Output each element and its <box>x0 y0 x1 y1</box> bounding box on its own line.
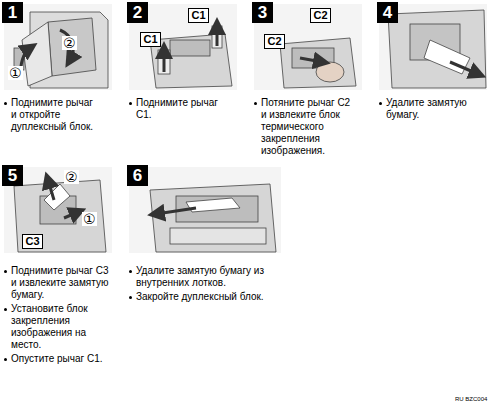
step-number-badge: 5 <box>2 165 23 186</box>
step-number-badge: 4 <box>377 2 398 23</box>
callout-number: ① <box>82 212 97 226</box>
lever-callout-box: C1 <box>140 32 161 47</box>
figure-code: RU BZC004 <box>455 396 487 403</box>
lever-name: C2 <box>267 36 281 47</box>
instruction-text: Опустите рычаг C1. <box>11 353 111 365</box>
instruction-text: Поднимите рычаг C3 и извлеките замятую б… <box>11 265 115 301</box>
step-number: 6 <box>133 167 142 184</box>
step-number-badge: 2 <box>127 2 148 23</box>
step-number-badge: 1 <box>2 2 23 23</box>
bullet-point <box>254 102 257 105</box>
bullet-point <box>4 358 7 361</box>
lever-name: C2 <box>313 10 327 21</box>
lever-name: C1 <box>191 10 205 21</box>
instruction-text: Закройте дуплексный блок. <box>136 291 286 303</box>
step-number-badge: 6 <box>127 165 148 186</box>
callout-number: ② <box>62 36 77 50</box>
lever-name: C3 <box>25 236 39 247</box>
step-number-badge: 3 <box>252 2 273 23</box>
step-number: 2 <box>133 4 142 21</box>
instruction-text: Потяните рычаг C2 и извлеките блок терми… <box>261 97 353 157</box>
lever-name: C1 <box>143 34 157 45</box>
instruction-text: Поднимите рычаг и откройте дуплексный бл… <box>11 97 99 133</box>
bullet-point <box>129 102 132 105</box>
lever-callout-box: C2 <box>264 34 285 49</box>
bullet-point <box>4 102 7 105</box>
callout-number: ① <box>8 66 23 80</box>
bullet-point <box>379 102 382 105</box>
bullet-point <box>129 296 132 299</box>
lever-callout-box: C2 <box>310 8 331 23</box>
step-number: 3 <box>258 4 267 21</box>
instruction-text: Удалите замятую бумагу из внутренних лот… <box>136 265 286 289</box>
instruction-text: Удалите замятую бумагу. <box>386 97 476 121</box>
step-number: 1 <box>8 4 17 21</box>
bullet-point <box>129 270 132 273</box>
step-number: 5 <box>8 167 17 184</box>
instruction-text: Поднимите рычаг C1. <box>136 97 236 121</box>
step-number: 4 <box>383 4 392 21</box>
panel-6-drawing <box>129 167 281 253</box>
lever-callout-box: C3 <box>22 234 43 249</box>
callout-number: ② <box>64 170 79 184</box>
lever-callout-box: C1 <box>188 8 209 23</box>
instruction-text: Установите блок закрепления изображения … <box>11 303 99 351</box>
bullet-point <box>4 308 7 311</box>
bullet-point <box>4 270 7 273</box>
